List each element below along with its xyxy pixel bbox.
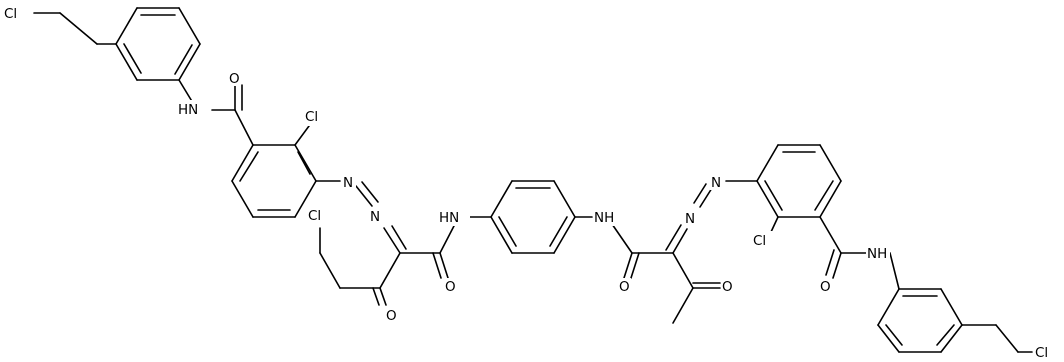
bond (549, 216, 568, 247)
amide-nh-label: NH (594, 210, 614, 226)
bond (59, 12, 98, 45)
bond (553, 216, 576, 254)
bonds (33, 7, 1033, 353)
bond (889, 252, 900, 290)
bond (756, 144, 779, 182)
bond (832, 252, 842, 279)
azo-nitrogen-label: N (343, 175, 353, 191)
bond (764, 180, 783, 211)
chlorine-label: Cl (1035, 345, 1048, 361)
bond (294, 144, 317, 182)
bond (877, 324, 900, 353)
oxygen-label: O (229, 71, 240, 87)
oxygen-label: O (386, 308, 397, 324)
bond (936, 324, 955, 346)
bond (672, 287, 694, 324)
bond (174, 44, 193, 75)
bond (439, 252, 449, 279)
bond (379, 287, 387, 306)
bond (498, 216, 517, 247)
bond (115, 7, 138, 45)
bond (877, 288, 900, 326)
bond (361, 181, 379, 203)
chlorine-label: Cl (4, 6, 17, 22)
bond (319, 252, 341, 289)
bond (231, 180, 254, 218)
bond (123, 43, 142, 74)
bond (297, 151, 311, 175)
bond (294, 180, 317, 218)
bond (819, 216, 842, 254)
bond (372, 287, 380, 306)
bond (623, 252, 633, 279)
bond (231, 144, 254, 182)
bond (756, 180, 779, 218)
oxygen-label: O (820, 279, 831, 295)
bond (294, 125, 310, 146)
bond (178, 7, 201, 45)
bond (819, 180, 842, 218)
bond (239, 151, 259, 182)
bond (699, 187, 713, 208)
bond (490, 216, 513, 254)
bond (355, 185, 373, 207)
bond (770, 216, 779, 233)
azo-nitrogen-label: N (685, 211, 695, 227)
oxygen-label: O (445, 279, 456, 295)
bond (383, 227, 401, 254)
amide-nh-label: HN (178, 102, 198, 118)
chlorine-label: Cl (308, 208, 321, 224)
chlorine-label: Cl (305, 109, 318, 125)
bond (814, 180, 834, 211)
azo-nitrogen-label: N (370, 209, 380, 225)
bond (672, 228, 688, 254)
bond (553, 180, 576, 218)
bond (490, 180, 513, 218)
bond (995, 324, 1019, 353)
chlorine-label: Cl (753, 233, 766, 249)
oxygen-label: O (722, 279, 733, 295)
oxygen-label: O (619, 279, 630, 295)
amide-nh-label: NH (867, 246, 887, 262)
bond (825, 249, 835, 276)
bond (611, 223, 633, 254)
bond (630, 252, 640, 279)
bond (885, 324, 903, 346)
bond (439, 223, 456, 254)
bond (234, 109, 254, 146)
amide-nh-label: HN (439, 210, 459, 226)
bond (693, 183, 707, 204)
bond (665, 224, 682, 251)
bond (432, 252, 442, 279)
bond (940, 288, 963, 326)
bond (379, 252, 401, 289)
bond (940, 324, 963, 353)
atom-labels: Cl O HN Cl N N Cl O HN O NH O N N O Cl O (4, 4, 1060, 361)
bond (178, 43, 201, 81)
azo-nitrogen-label: N (711, 175, 721, 191)
bond (391, 225, 407, 250)
bond (115, 43, 138, 81)
bond (819, 144, 842, 182)
bond (672, 252, 694, 289)
